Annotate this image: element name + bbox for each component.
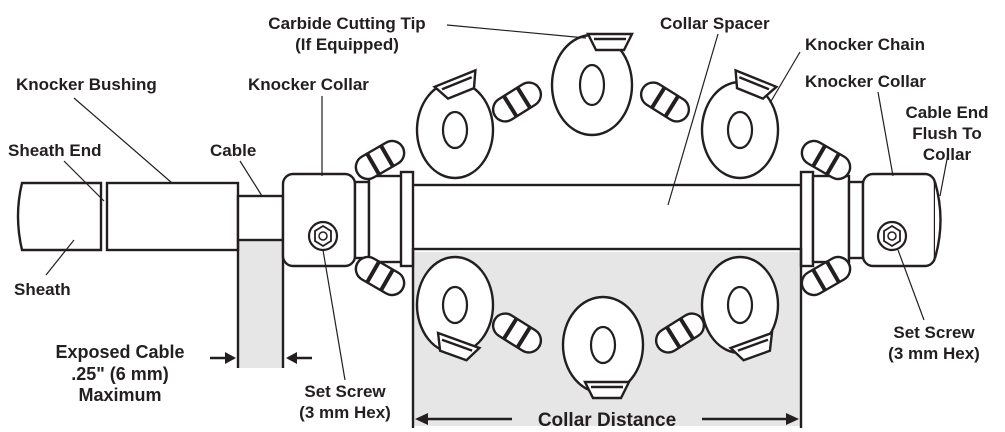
set-screw-right-label-line1: Set Screw [893, 323, 975, 342]
cable-end-label-line1: Cable End [905, 103, 988, 122]
exposed-cable-arrowhead-left-icon [225, 352, 236, 364]
knocker-bushing [105, 181, 240, 252]
collar-spacer [404, 183, 810, 251]
sheath-end-label: Sheath End [8, 141, 102, 160]
set-screw-left-icon [307, 220, 339, 252]
cable-end-label-line3: Collar [923, 145, 972, 164]
leader-set-screw-right [897, 249, 925, 321]
leader-knocker-collar-right [877, 91, 894, 177]
knocker-bushing-label: Knocker Bushing [16, 75, 157, 94]
set-screw-right-icon [876, 220, 908, 252]
leader-sheath-end [63, 160, 105, 202]
leader-sheath [45, 239, 75, 276]
leader-carbide-tip [446, 24, 587, 39]
knocker-chain-label: Knocker Chain [805, 35, 925, 54]
exposed-cable-label-line3: Maximum [78, 385, 161, 405]
leader-set-screw-left [322, 249, 346, 381]
leader-cable [239, 160, 263, 197]
collar-spacer-label: Collar Spacer [660, 14, 770, 33]
arrowhead-right-icon [786, 413, 799, 425]
collar-distance-label: Collar Distance [538, 410, 676, 431]
arrowhead-left-icon [415, 413, 428, 425]
exposed-cable-arrowhead-right-icon [286, 352, 297, 364]
knocker-chain-lower [350, 251, 856, 400]
cable [236, 194, 285, 242]
knocker-chain-upper [350, 32, 856, 185]
sheath-label: Sheath [14, 280, 71, 299]
leader-cable-end [939, 153, 949, 197]
knocker-collar-left-label: Knocker Collar [248, 75, 369, 94]
leader-collar-spacer [667, 33, 719, 206]
carbide-tip-label-line2: (If Equipped) [295, 35, 399, 54]
exposed-cable-label-line1: Exposed Cable [55, 342, 184, 362]
set-screw-left-label-line2: (3 mm Hex) [299, 403, 391, 422]
knocker-collar-right [799, 170, 942, 268]
set-screw-right-label-line2: (3 mm Hex) [888, 344, 980, 363]
knocker-collar-left [281, 170, 415, 268]
exposed-cable-shade [238, 240, 283, 368]
set-screw-left-label-line1: Set Screw [304, 382, 386, 401]
cable-label: Cable [210, 141, 256, 160]
knocker-collar-right-label: Knocker Collar [805, 72, 926, 91]
sheath [16, 181, 103, 252]
leader-knocker-chain [769, 51, 801, 104]
exposed-cable-label-line2: .25" (6 mm) [71, 364, 169, 384]
carbide-tip-label-line1: Carbide Cutting Tip [268, 14, 425, 33]
leader-knocker-bushing [73, 97, 173, 184]
cable-end-label-line2: Flush To [912, 124, 982, 143]
